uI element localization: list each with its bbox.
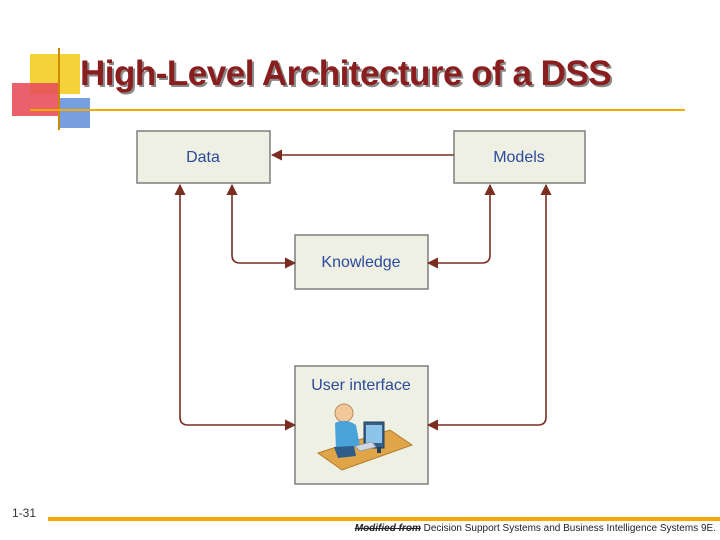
user-at-computer-icon [316,403,414,471]
footer-rule [48,517,720,521]
arrow-user-interface-data [174,183,297,431]
slide-number: 1-31 [12,506,37,520]
models-box: Models [453,130,586,184]
decor-vertical-line [58,48,60,130]
models-box-label: Models [493,149,545,166]
knowledge-box: Knowledge [294,234,429,290]
user-interface-box-label: User interface [311,377,411,394]
footer-credit: Modified from Decision Support Systems a… [355,523,716,534]
data-box-label: Data [186,149,220,166]
arrow-knowledge-data [226,183,297,269]
arrow-user-interface-models [426,183,552,431]
footer-credit-prefix: Modified from [354,523,421,534]
arrow-knowledge-models [426,183,496,269]
footer-credit-source: Decision Support Systems and Business In… [420,523,716,534]
decor-horizontal-line [30,109,685,111]
knowledge-box-label: Knowledge [321,254,400,271]
user-interface-box: User interface [294,365,429,485]
decor-blue-square [60,98,90,128]
data-box: Data [136,130,271,184]
page-title: High-Level Architecture of a DSS [80,54,612,93]
